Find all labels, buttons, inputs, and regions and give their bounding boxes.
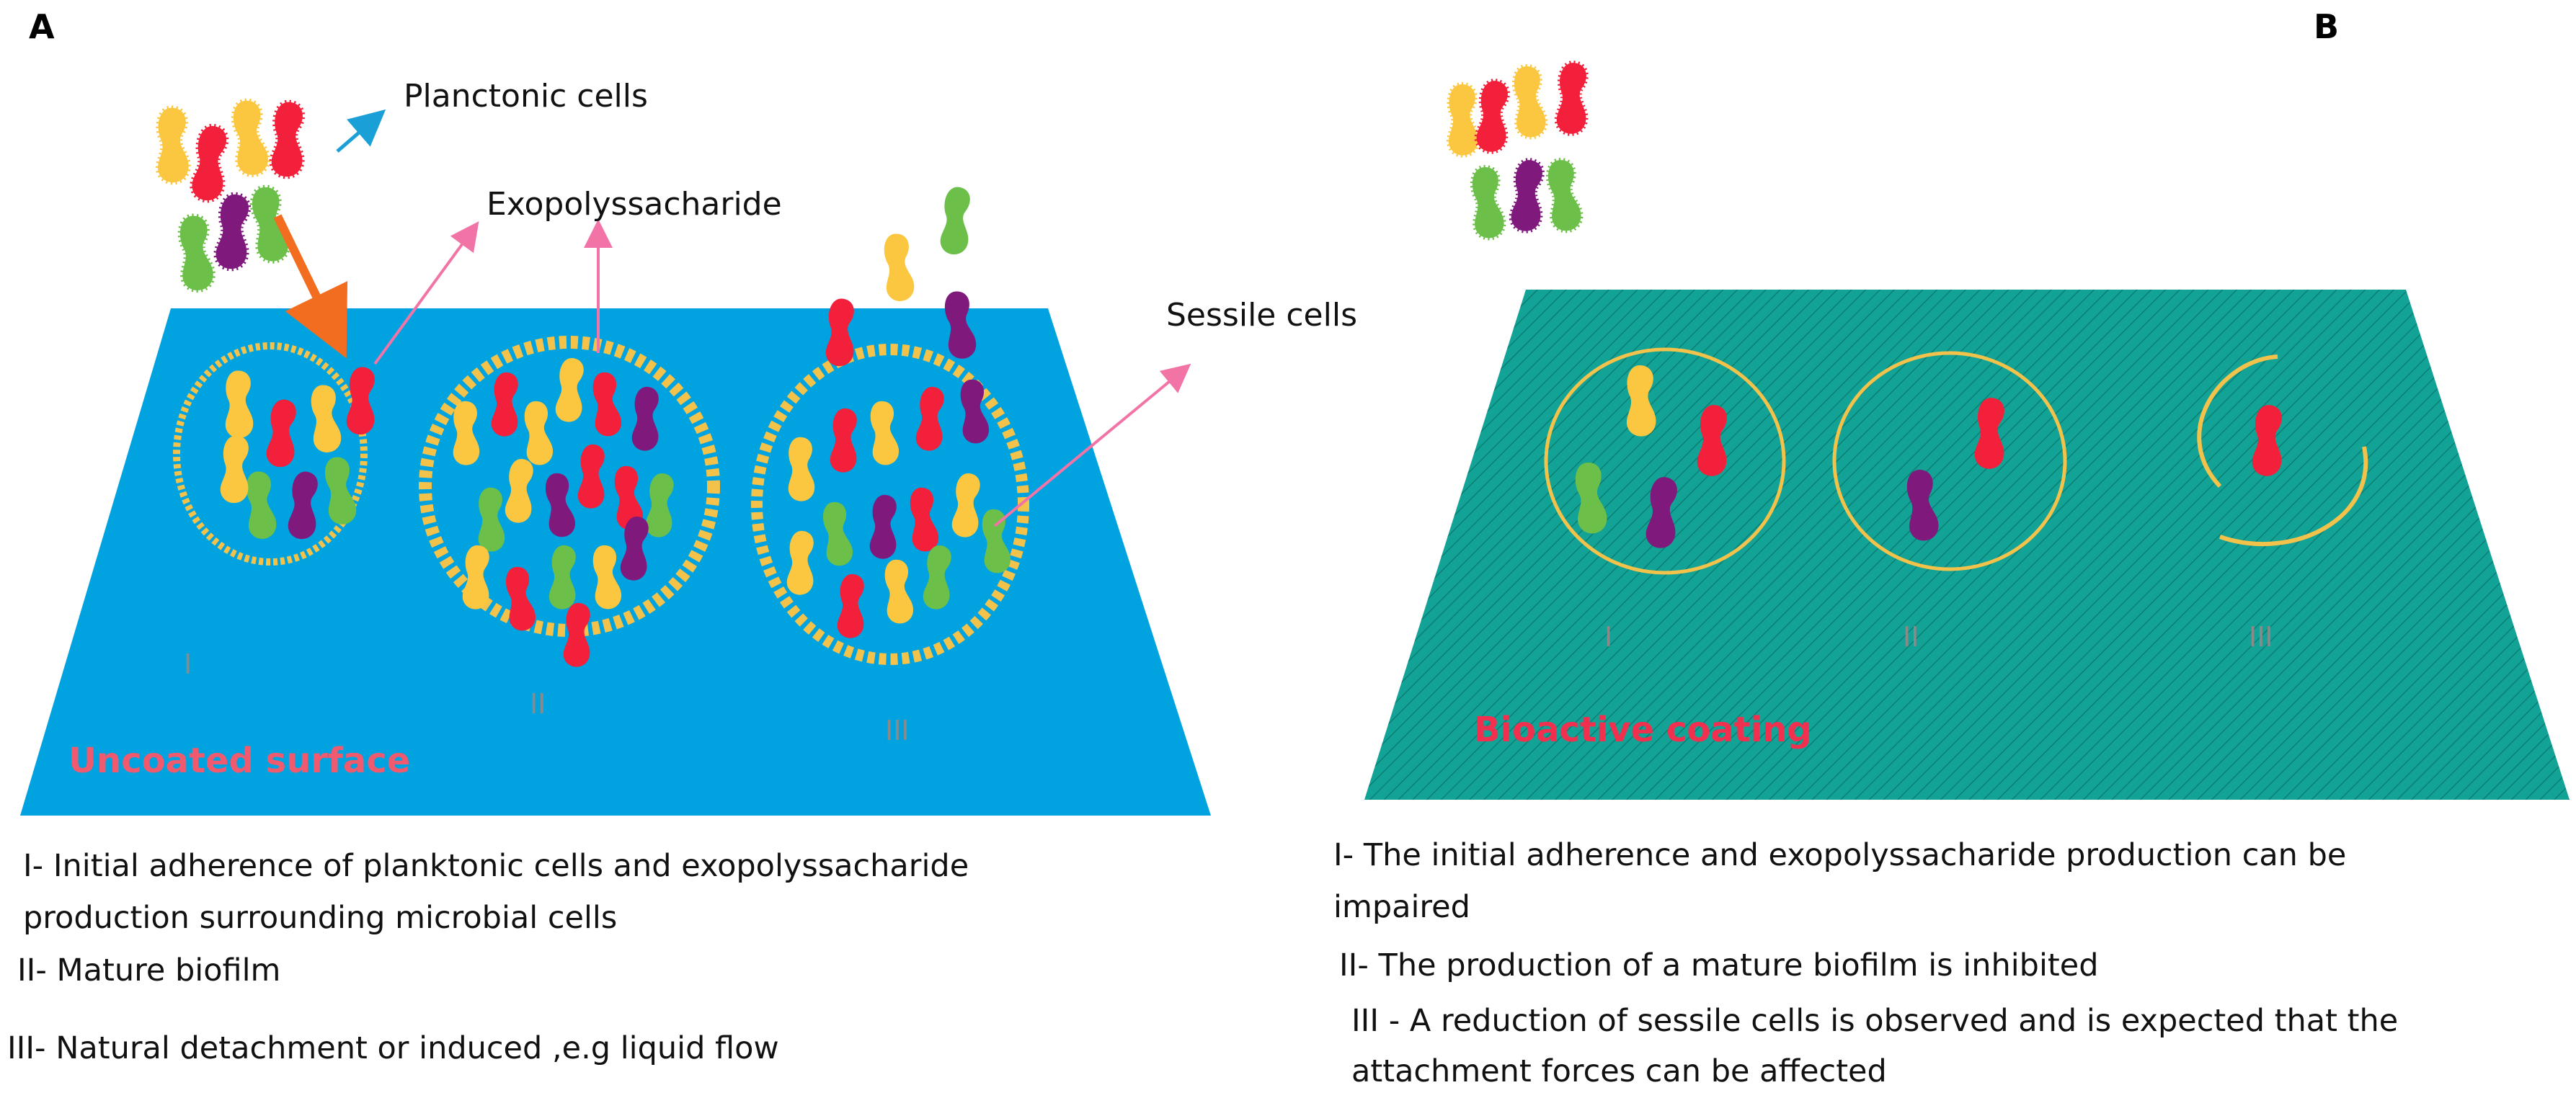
bacterium-cell [453,401,480,465]
eps-label: Exopolyssacharide [487,186,782,223]
eps-ring-stage-iii [751,344,1029,665]
sessile-label: Sessile cells [1166,297,1357,334]
eps-arc-b-stage-iii [2197,354,2278,488]
bacterium-cell [346,367,375,435]
bacterium-cell [1511,64,1548,140]
bacterium-cell [177,213,216,293]
bacterium-cell [1545,158,1584,233]
bacterium-cell [246,471,277,539]
bacterium-cell [156,105,191,185]
bacterium-cell [266,399,296,468]
bacterium-cell [311,385,342,452]
adherence-arrow [273,214,348,359]
bacterium-cell [960,379,989,444]
caption-b-4: III - A reduction of sessile cells is ob… [1351,1003,2399,1039]
eps-ring-stage-i [173,342,368,566]
bacterium-cell [982,509,1011,573]
bacterium-cell [869,494,897,559]
caption-b-5: attachment forces can be affected [1351,1053,1887,1089]
bacterium-cell [884,559,913,624]
stage-b-iii-label: III [2249,621,2273,653]
bacterium-cell [870,401,899,465]
stage-iii-label: III [885,715,910,746]
caption-a-3: II- Mature biofilm [17,952,281,988]
bacterium-cell [837,573,864,638]
bacterium-cell [1575,463,1607,534]
bacterium-cell [1509,158,1545,233]
bacterium-cell [1554,61,1589,136]
bacterium-cell [910,487,938,552]
eps-ring-b-stage-ii [1832,351,2067,571]
bacterium-cell [2252,405,2282,476]
caption-b-2: impaired [1333,889,1470,925]
bacterium-cell [478,487,505,552]
bacterium-cell [1645,477,1677,548]
bacterium-cell [1906,470,1939,541]
bacterium-cell [220,435,249,504]
bacterium-cell [1626,365,1656,437]
bacterium-cell [631,386,659,451]
bacterium-cell [548,545,576,610]
bacterium-cell [524,401,553,465]
bacterium-cell [645,473,674,537]
bacterium-cell [269,99,306,179]
bacterium-cell [592,545,621,610]
stage-b-i-label: I [1604,621,1613,653]
panel-a-letter: A [29,7,55,46]
bacterium-cell [923,545,951,610]
bacterium-cell [620,517,649,581]
eps-ring-b-stage-i [1544,347,1786,575]
bacterium-cell [884,233,915,301]
bacterium-cell [788,437,815,501]
bacterium-cell [944,291,977,359]
bacterium-cell [830,408,857,473]
bacterium-cell [213,192,252,272]
eps-ring-stage-ii [419,336,720,637]
bacterium-cell [231,98,270,177]
caption-b-1: I- The initial adherence and exopolyssac… [1333,837,2347,873]
bacterium-cell [555,358,584,422]
caption-a-4: III- Natural detachment or induced ,e.g … [7,1030,779,1066]
bacterium-cell [1470,165,1506,241]
eps-arc-b-stage-iii-lower [2219,446,2368,546]
stage-ii-label: II [530,688,546,720]
panel-b-letter: B [2314,7,2340,46]
bacterium-cell [190,123,229,203]
bacterium-cell [915,387,944,451]
planktonic-arrow [336,109,386,153]
bacterium-cell [786,530,814,595]
stage-i-label: I [184,648,192,680]
bacterium-cell [505,567,536,631]
bacterium-cell [462,545,489,610]
bacterium-cell [324,457,357,525]
bacterium-cell [1474,79,1510,154]
bacterium-cell [1447,81,1480,158]
bacterium-cell [288,471,318,540]
bacterium-cell [614,465,643,530]
bacterium-cell [563,602,590,667]
planktonic-label: Planctonic cells [404,78,648,115]
bacterium-cell [545,473,575,537]
caption-a-1: I- Initial adherence of planktonic cells… [23,848,969,884]
bioactive-coating-label: Bioactive coating [1474,710,1812,750]
bacterium-cell [505,459,533,523]
bacterium-cell [825,298,854,367]
eps-arrow-stage-i [373,221,479,365]
bacterium-cell [940,187,970,255]
stage-b-ii-label: II [1903,621,1919,653]
bacterium-cell [249,184,290,264]
bacterium-cell [491,372,518,437]
bacterium-cell [951,473,980,537]
caption-b-3: II- The production of a mature biofilm i… [1339,947,2099,983]
sessile-arrow [993,363,1191,527]
bacterium-cell [592,372,621,437]
caption-a-2: production surrounding microbial cells [23,900,618,936]
bacterium-cell [822,502,853,566]
bacterium-cell [1697,405,1727,476]
bacterium-cell [1974,398,2004,469]
uncoated-surface-label: Uncoated surface [68,741,411,781]
bacterium-cell [225,370,254,439]
bacterium-cell [577,444,605,509]
